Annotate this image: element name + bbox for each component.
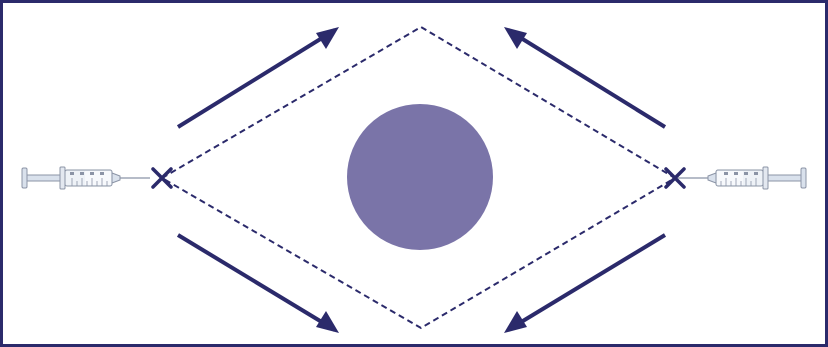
center-circle bbox=[347, 104, 493, 250]
